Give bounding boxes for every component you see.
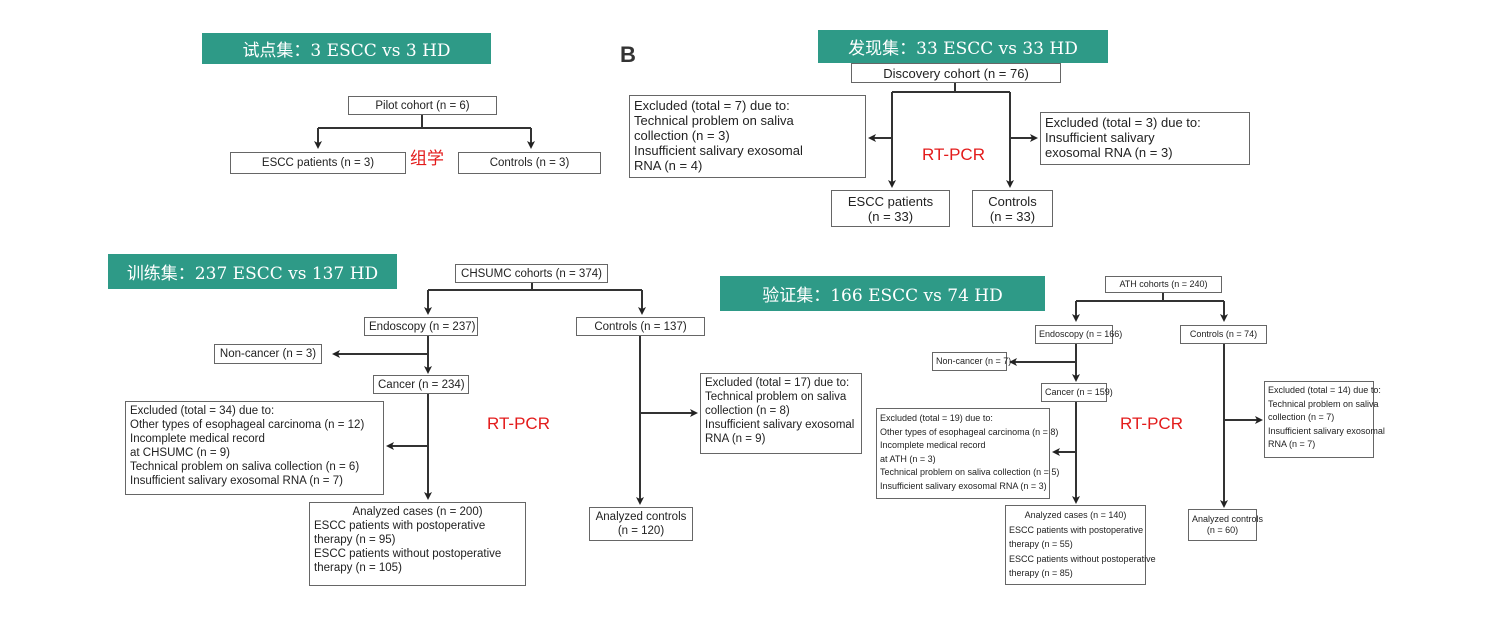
excluded-right-box: Excluded (total = 14) due to:Technical p… (1264, 381, 1385, 458)
method-label: RT-PCR (922, 145, 985, 164)
cohort-box: ATH cohorts (n = 240) (1105, 276, 1222, 293)
non-cancer-box: Non-cancer (n = 7) (932, 352, 1011, 371)
cancer-box: Cancer (n = 159) (1041, 383, 1113, 402)
controls-box: Controls (n = 137) (576, 317, 705, 336)
discovery-set-banner: 发现集：33 ESCC vs 33 HD (818, 30, 1108, 63)
excluded-right-box: Excluded (total = 3) due to:Insufficient… (1040, 112, 1250, 165)
non-cancer-box: Non-cancer (n = 3) (214, 344, 322, 364)
method-label: RT-PCR (1120, 414, 1183, 433)
endoscopy-box: Endoscopy (n = 237) (364, 317, 478, 336)
escc-patients-box: ESCC patients(n = 33) (831, 190, 950, 227)
endoscopy-box: Endoscopy (n = 166) (1035, 325, 1122, 344)
analyzed-cases-box: Analyzed cases (n = 140)ESCC patients wi… (1005, 505, 1156, 585)
analyzed-controls-box: Analyzed controls(n = 60) (1188, 509, 1263, 541)
method-label: RT-PCR (487, 414, 550, 433)
excluded-left-box: Excluded (total = 19) due to:Other types… (876, 408, 1059, 499)
analyzed-cases-box: Analyzed cases (n = 200)ESCC patients wi… (309, 502, 526, 586)
analyzed-controls-box: Analyzed controls(n = 120) (589, 507, 693, 541)
discovery-cohort-box: Discovery cohort (n = 76) (851, 63, 1061, 83)
pilot-cohort-box: Pilot cohort (n = 6) (348, 96, 497, 115)
excluded-left-box: Excluded (total = 7) due to:Technical pr… (629, 95, 866, 178)
method-label: 组学 (410, 149, 444, 168)
controls-box: Controls (n = 3) (458, 152, 601, 174)
excluded-right-box: Excluded (total = 17) due to:Technical p… (700, 373, 862, 454)
controls-box: Controls (n = 74) (1180, 325, 1267, 344)
cancer-box: Cancer (n = 234) (373, 375, 469, 394)
controls-box: Controls(n = 33) (972, 190, 1053, 227)
pilot-set-banner: 试点集：3 ESCC vs 3 HD (202, 33, 491, 64)
escc-patients-box: ESCC patients (n = 3) (230, 152, 406, 174)
excluded-left-box: Excluded (total = 34) due to:Other types… (125, 401, 384, 495)
panel-letter: B (620, 42, 636, 67)
training-set-banner: 训练集：237 ESCC vs 137 HD (108, 254, 397, 289)
validation-set-banner: 验证集：166 ESCC vs 74 HD (720, 276, 1045, 311)
cohort-box: CHSUMC cohorts (n = 374) (455, 264, 608, 283)
